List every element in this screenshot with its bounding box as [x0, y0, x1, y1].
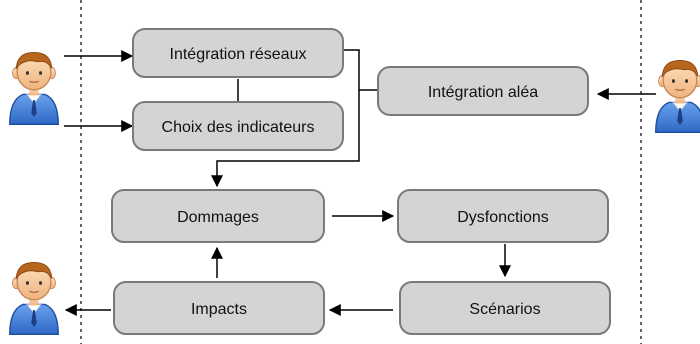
- node-choix-indicateurs-label: Choix des indicateurs: [162, 119, 315, 136]
- node-integration-reseaux: Intégration réseaux: [132, 28, 344, 78]
- node-dysfonctions-label: Dysfonctions: [457, 209, 549, 226]
- node-scenarios-label: Scénarios: [469, 301, 540, 318]
- user-icon-left-top: [9, 51, 59, 126]
- node-dommages-label: Dommages: [177, 209, 259, 226]
- arrow-bracket-to-dommages: [211, 90, 360, 188]
- node-dysfonctions: Dysfonctions: [397, 189, 609, 243]
- node-integration-reseaux-label: Intégration réseaux: [170, 46, 307, 63]
- node-integration-alea-label: Intégration aléa: [428, 84, 538, 101]
- node-dommages: Dommages: [111, 189, 325, 243]
- link-reseaux-to-bracket: [343, 49, 360, 90]
- user-icon-left-bottom: [9, 261, 59, 336]
- node-impacts-label: Impacts: [191, 301, 247, 318]
- node-choix-indicateurs: Choix des indicateurs: [132, 101, 344, 151]
- node-integration-alea: Intégration aléa: [377, 66, 589, 116]
- node-impacts: Impacts: [113, 281, 325, 335]
- node-scenarios: Scénarios: [399, 281, 611, 335]
- user-icon-right: [655, 59, 700, 134]
